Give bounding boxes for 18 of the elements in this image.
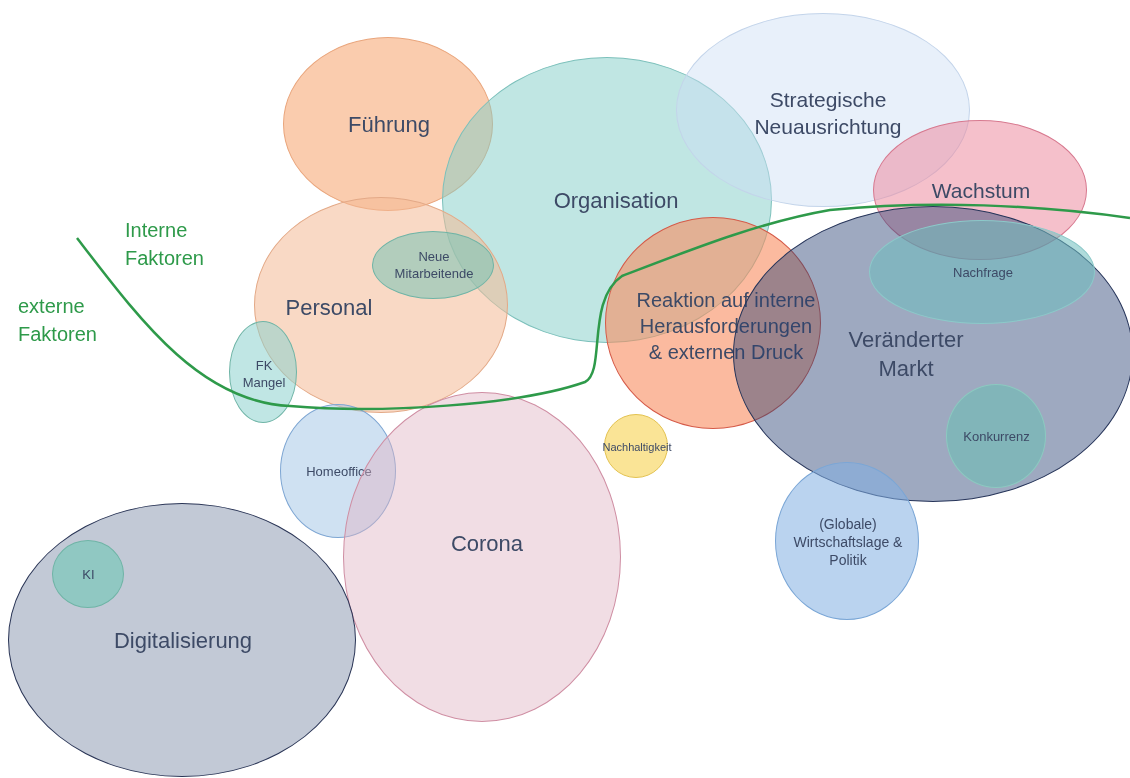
topic-label: FK Mangel bbox=[241, 358, 287, 392]
topic-label: Organisation bbox=[552, 186, 680, 215]
topic-label: Konkurrenz bbox=[962, 428, 1031, 445]
topic-label: Nachhaltigkeit bbox=[601, 439, 673, 455]
topic-label: Corona bbox=[449, 529, 525, 558]
topic-label: KI bbox=[81, 566, 96, 583]
region-label: Interne Faktoren bbox=[125, 218, 205, 271]
topic-label: Personal bbox=[284, 293, 374, 322]
topic-label: Veränderter Markt bbox=[847, 326, 965, 383]
topic-label: Nachfrage bbox=[952, 264, 1014, 282]
topic-label: Führung bbox=[347, 110, 431, 139]
topic-label: (Globale) Wirtschaftslage & Politik bbox=[792, 514, 904, 570]
topic-label: Homeoffice bbox=[305, 463, 373, 481]
topic-label: Strategische Neuausrichtung bbox=[753, 86, 903, 140]
region-label: externe Faktoren bbox=[18, 294, 98, 347]
topic-label: Neue Mitarbeitende bbox=[393, 249, 475, 283]
topic-label: Digitalisierung bbox=[112, 626, 254, 655]
topic-label: Wachstum bbox=[930, 178, 1032, 205]
